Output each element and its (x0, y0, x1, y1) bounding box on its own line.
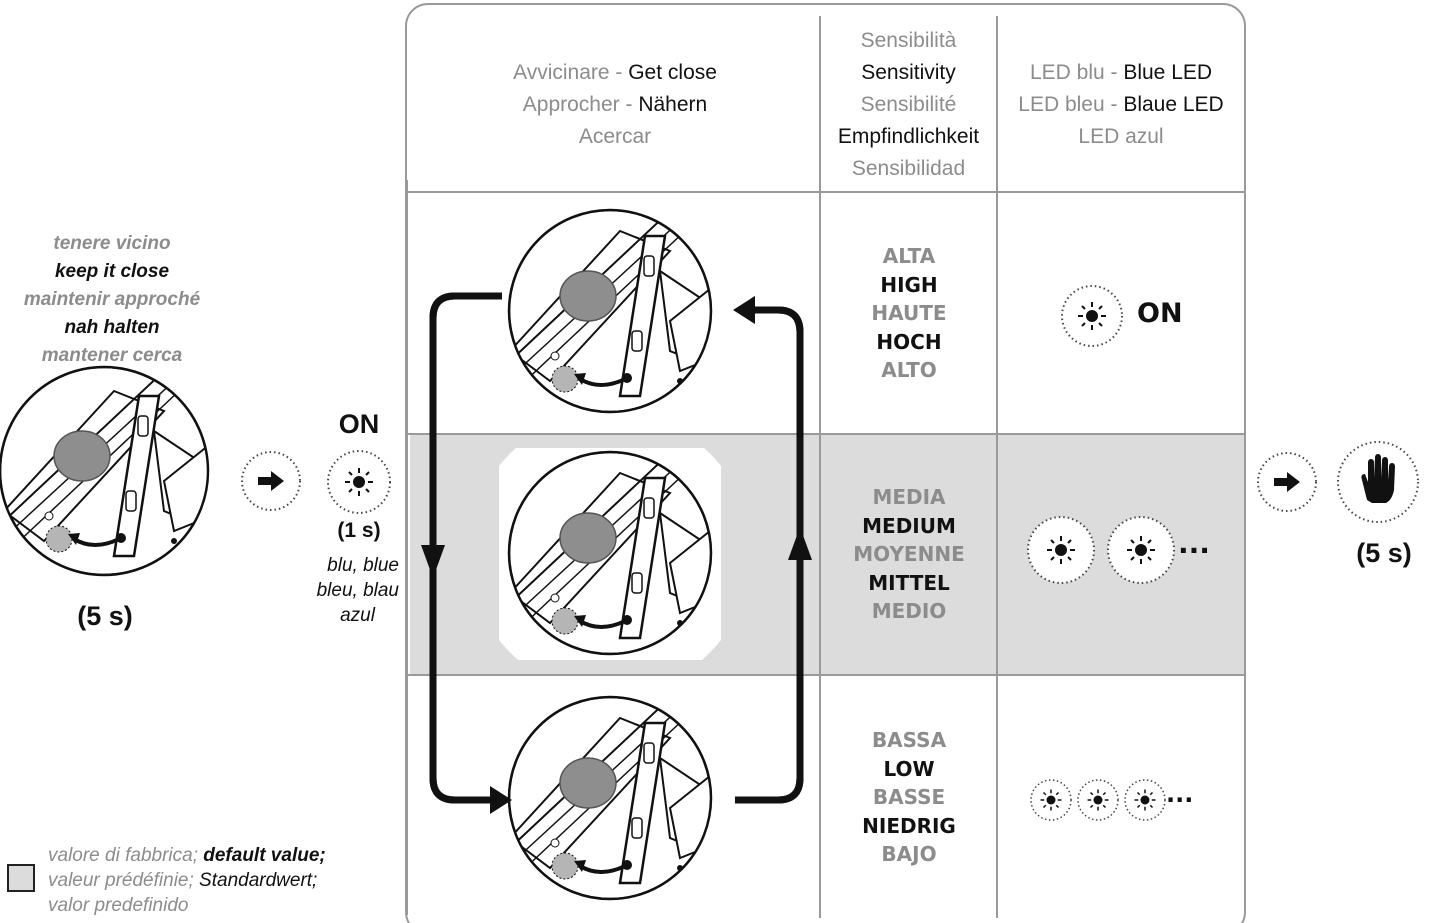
level-low-fr: BASSE (872, 785, 946, 809)
middle-duration: (1 s) (337, 519, 381, 542)
led-medium-ellipsis: ... (1178, 527, 1210, 560)
level-high-it: ALTA (882, 244, 936, 268)
hold-fr: maintenir approché (23, 289, 201, 310)
led-sun-icon-medium-2 (1107, 516, 1175, 584)
middle-on-label: ON (338, 409, 380, 439)
led-sun-icon-on (327, 450, 391, 514)
left-hold-instructions: tenere vicino keep it close maintenir ap… (0, 230, 227, 370)
level-medium-it: MEDIA (872, 485, 946, 509)
level-medium-es: MEDIO (871, 599, 947, 623)
led-sun-icon-low-3 (1124, 779, 1166, 821)
header-led-line: LED blu - Blue LED (1029, 61, 1213, 84)
middle-led-color: blu, blue bleu, blau azul (296, 553, 399, 628)
header-sensitivity-line: Sensibilidad (851, 157, 966, 180)
header-sensitivity: Sensibilità Sensitivity Sensibilité Empf… (820, 25, 997, 185)
level-high-en: HIGH (880, 272, 938, 297)
level-low-es: BAJO (881, 842, 937, 866)
header-led: LED blu - Blue LED LED bleu - Blaue LED … (997, 57, 1245, 153)
led-high-on-label: ON (1137, 298, 1183, 329)
led-sun-icon-high (1061, 285, 1123, 347)
led-low-ellipsis: ... (1166, 780, 1194, 808)
hold-es: mantener cerca (41, 345, 183, 366)
legend-text: valore di fabbrica; default value; valeu… (48, 843, 388, 918)
middle-color-line: bleu, blau (316, 580, 399, 601)
led-sun-icon-medium-1 (1027, 516, 1095, 584)
header-sensitivity-line: Sensibilità (860, 29, 957, 52)
level-medium-fr: MOYENNE (853, 542, 965, 566)
header-approach-line: Approcher - Nähern (522, 93, 708, 116)
level-high-fr: HAUTE (871, 301, 947, 325)
level-medium-de: MITTEL (868, 570, 950, 595)
header-led-line: LED azul (1078, 125, 1164, 148)
legend-swatch (7, 864, 35, 892)
hold-de: nah halten (64, 317, 160, 338)
right-arrow-icon-right (1257, 452, 1317, 512)
level-low-en: LOW (883, 756, 935, 781)
level-low-it: BASSA (871, 728, 947, 752)
level-low-de: NIEDRIG (862, 813, 956, 838)
middle-color-line: azul (340, 605, 375, 626)
led-sun-icon-low-2 (1077, 779, 1119, 821)
header-led-line: LED bleu - Blaue LED (1018, 93, 1224, 116)
header-sensitivity-line: Empfindlichkeit (837, 125, 980, 148)
level-low: BASSA LOW BASSE NIEDRIG BAJO (821, 726, 997, 869)
level-medium: MEDIA MEDIUM MOYENNE MITTEL MEDIO (821, 483, 997, 626)
right-duration: (5 s) (1356, 538, 1412, 568)
legend-line: valeur prédéfinie; Standardwert; (48, 870, 318, 891)
level-high: ALTA HIGH HAUTE HOCH ALTO (821, 242, 997, 385)
hand-stop-icon (1337, 441, 1419, 523)
legend-line: valore di fabbrica; default value; (48, 845, 326, 866)
header-approach-line: Acercar (578, 125, 652, 148)
level-medium-en: MEDIUM (862, 513, 956, 538)
hold-en: keep it close (54, 261, 170, 282)
legend-line: valor predefinido (48, 895, 189, 916)
level-high-es: ALTO (881, 358, 937, 382)
level-high-de: HOCH (876, 329, 942, 354)
header-sensitivity-line: Sensitivity (861, 61, 956, 84)
right-arrow-icon-left (241, 451, 301, 511)
middle-color-line: blu, blue (327, 555, 399, 576)
header-approach: Avvicinare - Get close Approcher - Näher… (410, 57, 820, 153)
hold-it: tenere vicino (53, 233, 171, 254)
led-sun-icon-low-1 (1030, 779, 1072, 821)
header-sensitivity-line: Sensibilité (860, 93, 957, 116)
header-approach-line: Avvicinare - Get close (513, 61, 717, 84)
left-duration: (5 s) (77, 601, 133, 631)
